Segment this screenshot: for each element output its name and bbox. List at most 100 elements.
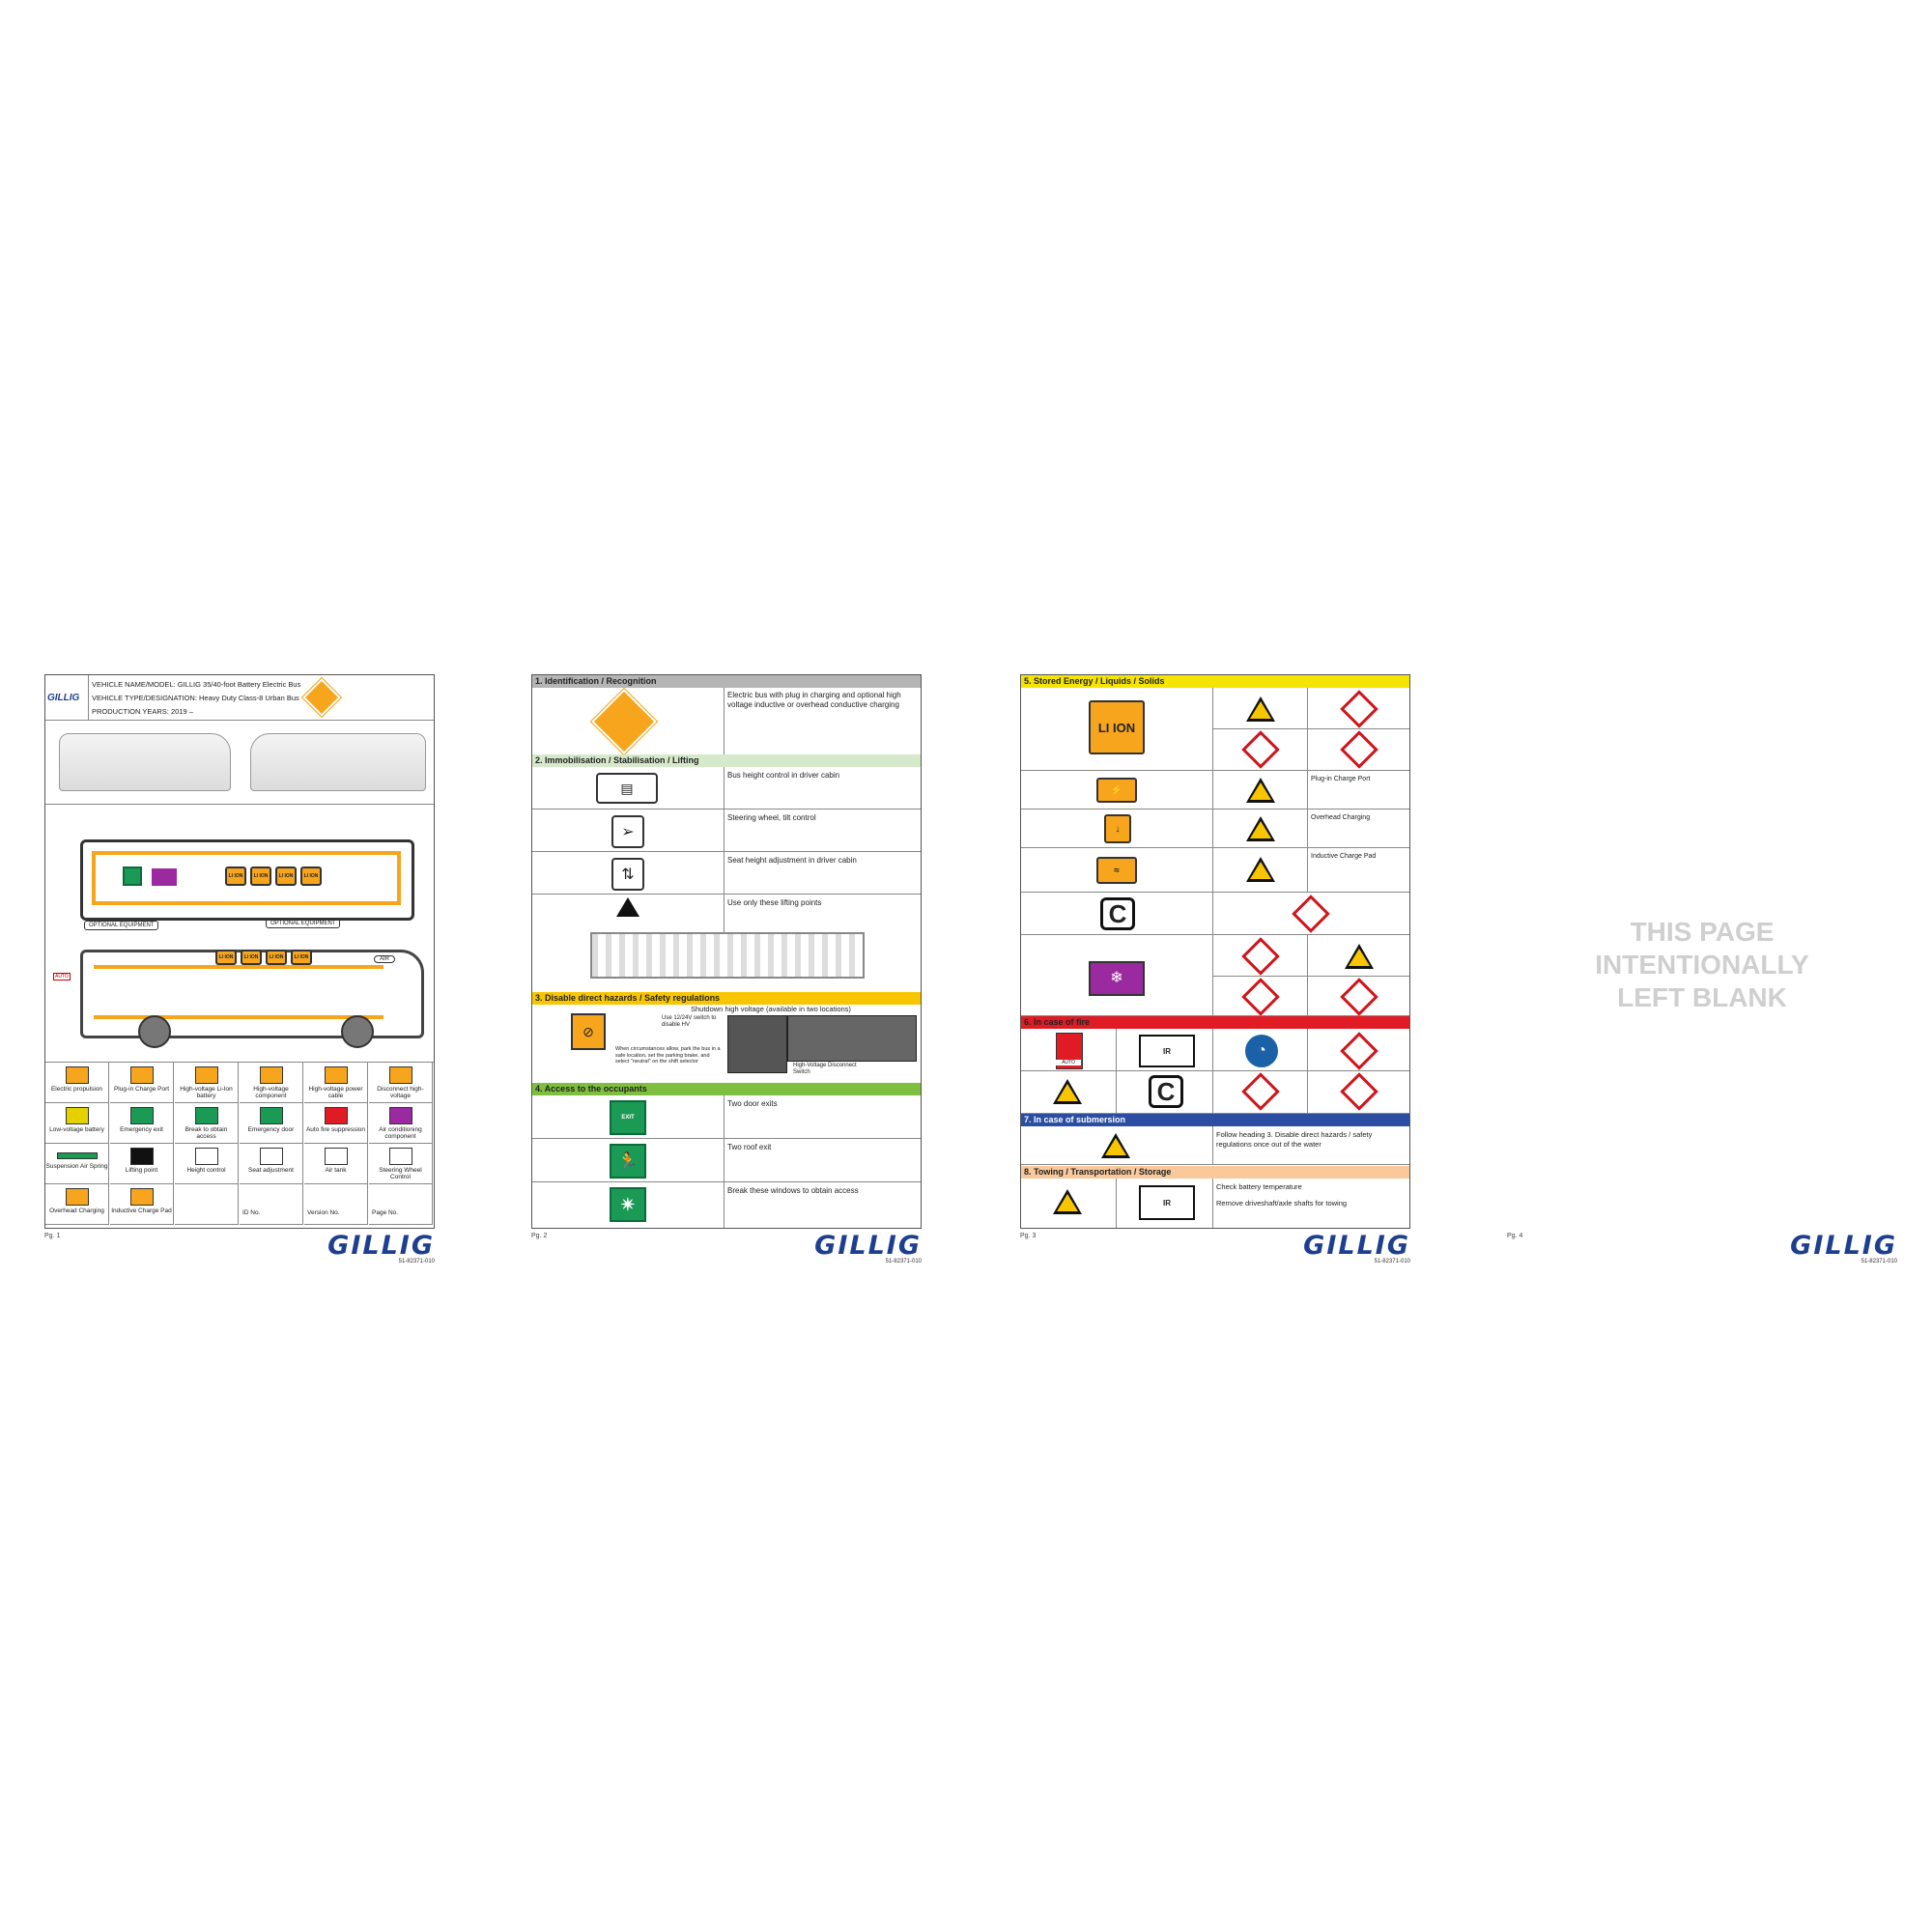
s3-title: Shutdown high voltage (available in two … xyxy=(691,1005,851,1013)
s2-row-1: Bus height control in driver cabin xyxy=(727,771,840,780)
section-1-text: Electric bus with plug in charging and o… xyxy=(727,691,901,709)
section-7-header: 7. In case of submersion xyxy=(1021,1114,1409,1126)
legend-item: Steering Wheel Control xyxy=(369,1144,433,1184)
doc-number: 51-82371-010 xyxy=(885,1259,922,1264)
page-4: THIS PAGE INTENTIONALLY LEFT BLANK Pg. 4… xyxy=(1507,674,1897,1264)
legend-item: Plug-in Charge Port xyxy=(110,1063,174,1103)
li-ion-battery-8: LI ION xyxy=(291,950,312,965)
page-label: Pg. 4 xyxy=(1507,1233,1523,1239)
auto-fire-label: AUTO xyxy=(53,973,71,980)
legend-item: Disconnect high-voltage xyxy=(369,1063,433,1103)
ac-component-top xyxy=(152,868,177,886)
legend-label: Electric propulsion xyxy=(50,1086,103,1093)
legend-item: Suspension Air Spring xyxy=(45,1144,109,1184)
footer: GILLIG 51-82371-010 xyxy=(1303,1233,1410,1265)
hv-warning-icon xyxy=(1100,1131,1131,1160)
seat-icon: ⇅ xyxy=(611,858,644,891)
legend-label: Disconnect high-voltage xyxy=(377,1086,424,1099)
chassis-diagram xyxy=(590,932,865,979)
legend-label: Lifting point xyxy=(125,1167,158,1174)
emergency-door-icon xyxy=(259,1107,283,1124)
li-ion-battery-7: LI ION xyxy=(266,950,287,965)
break-glass-icon xyxy=(194,1107,218,1124)
hv-warning-icon xyxy=(1052,1187,1083,1216)
section-2-header: 2. Immobilisation / Stabilisation / Lift… xyxy=(532,754,921,767)
wheel-front xyxy=(138,1015,171,1048)
legend-label: Emergency door xyxy=(247,1126,295,1133)
section-6-header: 6. In case of fire xyxy=(1021,1016,1409,1029)
production-years: PRODUCTION YEARS: 2019 – xyxy=(92,707,193,716)
health-hazard-ghs-icon xyxy=(1292,895,1330,933)
legend-item: ID No. xyxy=(240,1184,303,1225)
corrosive-c-icon: C xyxy=(1100,897,1135,930)
lv-battery-icon xyxy=(65,1107,89,1124)
footer: GILLIG 51-82371-010 xyxy=(1790,1233,1897,1265)
air-tank-icon xyxy=(324,1148,348,1165)
vehicle-name: VEHICLE NAME/MODEL: GILLIG 35/40-foot Ba… xyxy=(92,680,301,689)
legend-item: High-voltage Li-Ion battery xyxy=(175,1063,239,1103)
ir-thermal-icon: IR xyxy=(1139,1035,1195,1067)
doc-number: 51-82371-010 xyxy=(398,1259,435,1264)
water-spray-icon: ◔ xyxy=(1245,1035,1278,1067)
page-2-frame: 1. Identification / Recognition Electric… xyxy=(531,674,922,1229)
gillig-logo: GILLIG xyxy=(1303,1231,1410,1261)
corrosive-ghs-icon xyxy=(1340,978,1378,1016)
section-8-header: 8. Towing / Transportation / Storage xyxy=(1021,1166,1409,1179)
s3-instruction: When circumstances allow, park the bus i… xyxy=(615,1046,721,1065)
vehicle-type: VEHICLE TYPE/DESIGNATION: Heavy Duty Cla… xyxy=(92,694,299,702)
legend-label: Height control xyxy=(186,1167,226,1174)
ac-component-icon: ❄ xyxy=(1089,961,1145,996)
section-4-header: 4. Access to the occupants xyxy=(532,1083,921,1095)
overhead-label: Overhead Charging xyxy=(1311,814,1371,821)
section-8-text-2: Remove driveshaft/axle shafts for towing xyxy=(1216,1199,1348,1208)
height-control-icon xyxy=(194,1148,218,1165)
legend-item: Low-voltage battery xyxy=(45,1103,109,1144)
section-5-header: 5. Stored Energy / Liquids / Solids xyxy=(1021,675,1409,688)
legend-item: Emergency door xyxy=(240,1103,303,1144)
li-ion-battery-6: LI ION xyxy=(241,950,262,965)
hv-warning-icon xyxy=(1245,814,1276,843)
legend-item: Overhead Charging xyxy=(45,1184,109,1225)
s3-switch: Use 12/24V switch to disable HV xyxy=(662,1015,717,1028)
legend-label: ID No. xyxy=(242,1209,261,1216)
lifting-point-icon xyxy=(129,1148,154,1165)
footer: GILLIG 51-82371-010 xyxy=(814,1233,922,1265)
overhead-icon xyxy=(65,1188,89,1206)
hv-disconnect-photo xyxy=(787,1015,917,1062)
li-ion-battery-3: LI ION xyxy=(275,867,297,886)
legend-item: Auto fire suppression xyxy=(304,1103,368,1144)
legend-label: Steering Wheel Control xyxy=(379,1167,422,1180)
doc-number: 51-82371-010 xyxy=(1374,1259,1410,1264)
legend-item xyxy=(175,1184,239,1225)
explosive-ghs-icon xyxy=(1340,1032,1378,1070)
toxic-ghs-icon xyxy=(1340,1072,1378,1111)
legend-label: Overhead Charging xyxy=(49,1208,104,1214)
legend-item: Page No. xyxy=(369,1184,433,1225)
section-1-header: 1. Identification / Recognition xyxy=(532,675,921,688)
corrosive-c-icon: C xyxy=(1149,1075,1183,1108)
disconnect-icon xyxy=(388,1066,412,1084)
page-3: 5. Stored Energy / Liquids / Solids LI I… xyxy=(1020,674,1410,1264)
switch-photo xyxy=(727,1015,787,1073)
break-glass-icon: ✴ xyxy=(610,1187,646,1222)
li-ion-battery-4: LI ION xyxy=(300,867,322,886)
bus-top-view xyxy=(80,839,414,921)
exit-icon xyxy=(129,1107,154,1124)
air-tank-label: AIR xyxy=(374,955,396,963)
optional-equipment-1: OPTIONAL EQUIPMENT xyxy=(84,921,159,930)
wheel-rear xyxy=(341,1015,374,1048)
hv-cable-icon xyxy=(324,1066,348,1084)
legend-label: Low-voltage battery xyxy=(49,1126,104,1133)
hv-component-icon xyxy=(259,1066,283,1084)
flammable-ghs-icon xyxy=(1340,690,1378,728)
height-control-icon: ▤ xyxy=(596,773,658,804)
flammable-ghs-icon xyxy=(1241,937,1280,976)
legend-item: High-voltage power cable xyxy=(304,1063,368,1103)
inductive-icon xyxy=(129,1188,154,1206)
s4-row-2: Two roof exit xyxy=(727,1143,772,1151)
legend-item: Lifting point xyxy=(110,1144,174,1184)
legend-label: Version No. xyxy=(307,1209,340,1216)
fire-suppression-icon xyxy=(324,1107,348,1124)
hv-warning-icon xyxy=(1245,776,1276,805)
